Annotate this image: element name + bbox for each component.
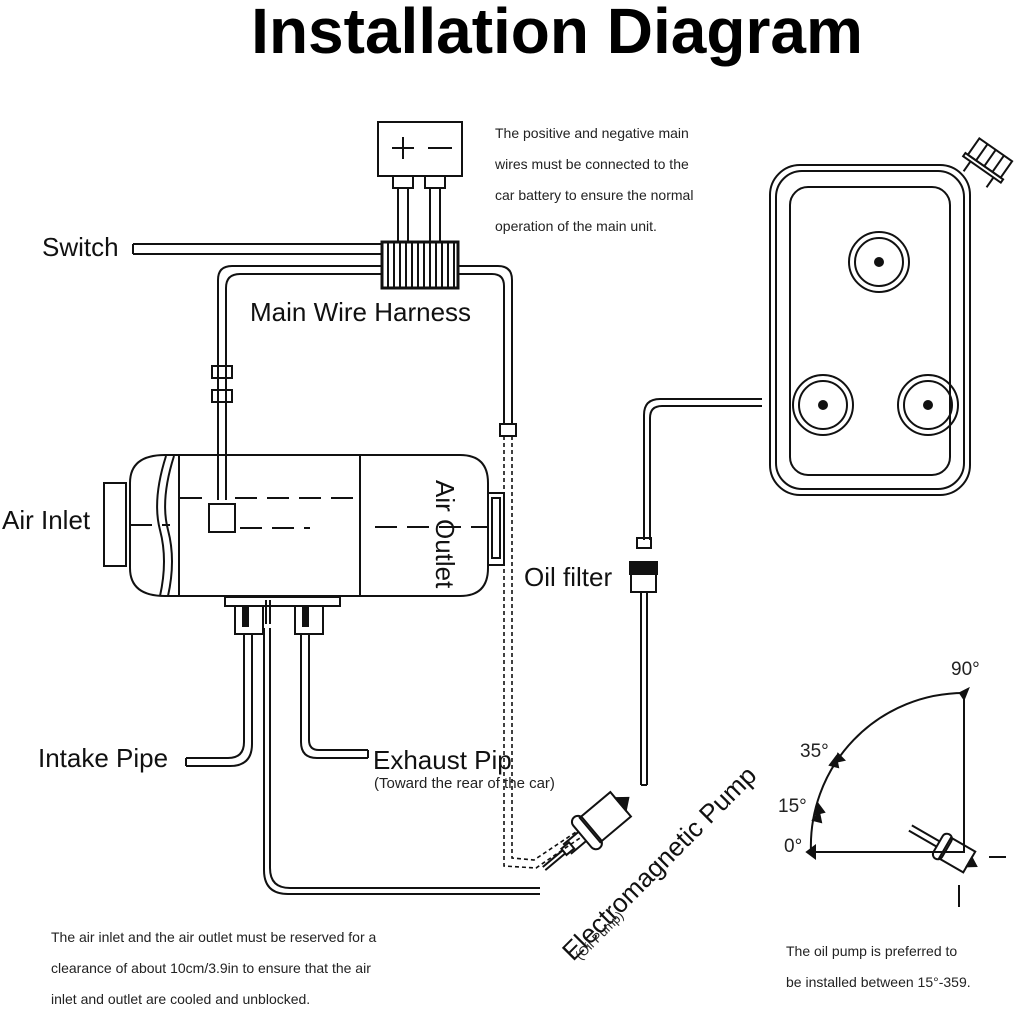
label-intake-pipe: Intake Pipe (38, 743, 169, 773)
tank-fuel-line (643, 398, 762, 540)
label-oil-filter: Oil filter (524, 562, 613, 592)
clearance-note-line: inlet and outlet are cooled and unblocke… (51, 991, 311, 1007)
angle-label-15: 15° (778, 796, 807, 817)
label-air-inlet: Air Inlet (2, 505, 91, 535)
pump-signal-wire (503, 436, 581, 869)
angle-label-0: 0° (784, 836, 803, 857)
battery-note-line: The positive and negative main (495, 125, 689, 141)
clearance-note-line: clearance of about 10cm/3.9in to ensure … (51, 960, 371, 976)
label-exhaust-pipe: Exhaust Pip (373, 745, 512, 775)
battery-note-line: wires must be connected to the (495, 156, 689, 172)
battery-icon (377, 121, 463, 242)
angle-diagram (805, 686, 1006, 907)
clearance-note-line: The air inlet and the air outlet must be… (51, 929, 377, 945)
pump-angle-note: The oil pump is preferred to be installe… (786, 936, 971, 998)
battery-note-line: car battery to ensure the normal (495, 187, 694, 203)
oil-pump-icon (542, 790, 633, 871)
heater-unit-icon (103, 454, 505, 635)
diagram-title: Installation Diagram (251, 0, 863, 67)
fuel-tank-icon (769, 136, 1014, 496)
pump-angle-note-line: The oil pump is preferred to (786, 943, 958, 959)
main-wire-left (217, 265, 382, 500)
label-exhaust-note: (Toward the rear of the car) (374, 775, 555, 792)
pump-angle-note-line: be installed between 15°-359. (786, 974, 971, 990)
intake-pipe (185, 634, 253, 767)
battery-note-line: operation of the main unit. (495, 218, 657, 234)
label-main-wire-harness: Main Wire Harness (250, 297, 472, 327)
angle-label-35: 35° (800, 741, 829, 762)
exhaust-pipe (300, 634, 369, 759)
label-air-outlet: Air Outlet (430, 480, 460, 589)
label-switch: Switch (42, 232, 119, 262)
switch-wire (132, 243, 382, 255)
angle-label-90: 90° (951, 659, 980, 680)
fuel-line (263, 628, 540, 895)
harness-connector-icon (380, 240, 460, 290)
main-wire-right (458, 265, 513, 424)
battery-note: The positive and negative main wires mus… (495, 118, 693, 242)
clearance-note: The air inlet and the air outlet must be… (51, 922, 376, 1015)
